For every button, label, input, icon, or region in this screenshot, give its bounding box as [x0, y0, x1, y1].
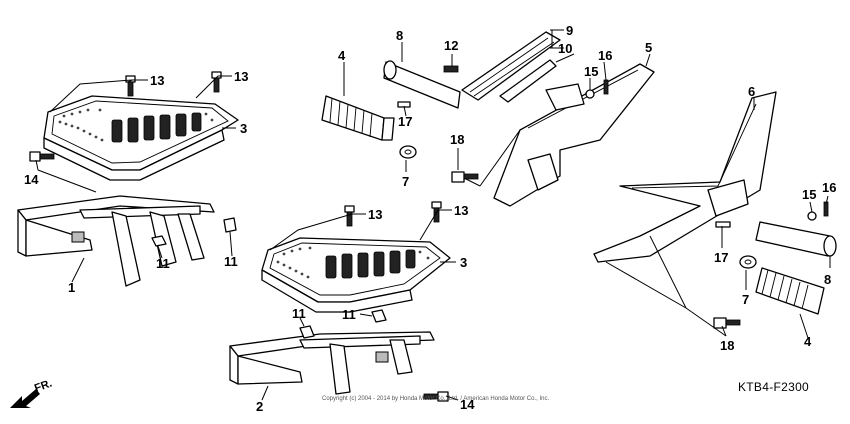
callout-13: 13 [454, 203, 468, 218]
callout-2: 2 [256, 399, 263, 414]
callout-6: 6 [748, 84, 755, 99]
callout-3: 3 [240, 121, 247, 136]
callout-4: 4 [804, 334, 812, 349]
callout-7: 7 [402, 174, 409, 189]
callout-13: 13 [368, 207, 382, 222]
front-label: FR. [33, 377, 54, 394]
callout-12: 12 [444, 38, 458, 53]
callout-1: 1 [68, 280, 75, 295]
callout-7: 7 [742, 292, 749, 307]
callout-10: 10 [558, 41, 572, 56]
step-holder-5 [321, 31, 655, 207]
callout-14: 14 [460, 397, 475, 412]
callout-16: 16 [822, 180, 836, 195]
callout-8: 8 [824, 272, 831, 287]
callout-18: 18 [450, 132, 464, 147]
callout-11: 11 [156, 256, 170, 271]
left-step-assembly-upper [17, 71, 239, 287]
callout-15: 15 [802, 187, 816, 202]
callout-8: 8 [396, 28, 403, 43]
callout-labels: 13 13 3 14 1 11 11 13 13 3 11 11 2 14 4 … [24, 23, 836, 414]
callout-13: 13 [150, 73, 164, 88]
callout-11: 11 [292, 306, 306, 321]
step-holder-6 [593, 91, 837, 329]
callout-4: 4 [338, 48, 346, 63]
callout-11: 11 [342, 307, 356, 322]
diagram-code: KTB4-F2300 [738, 380, 809, 394]
callout-17: 17 [398, 114, 412, 129]
callout-15: 15 [584, 64, 598, 79]
front-direction-arrow: FR. [10, 377, 54, 408]
leader-lines [35, 29, 831, 401]
copyright-text: Copyright (c) 2004 - 2014 by Honda Motor… [322, 396, 549, 402]
callout-14: 14 [24, 172, 39, 187]
callout-5: 5 [645, 40, 652, 55]
callout-13: 13 [234, 69, 248, 84]
callout-3: 3 [460, 255, 467, 270]
callout-11: 11 [224, 254, 238, 269]
callout-16: 16 [598, 48, 612, 63]
callout-9: 9 [566, 23, 573, 38]
center-step-assembly-lower [229, 201, 451, 402]
callout-18: 18 [720, 338, 734, 353]
callout-17: 17 [714, 250, 728, 265]
